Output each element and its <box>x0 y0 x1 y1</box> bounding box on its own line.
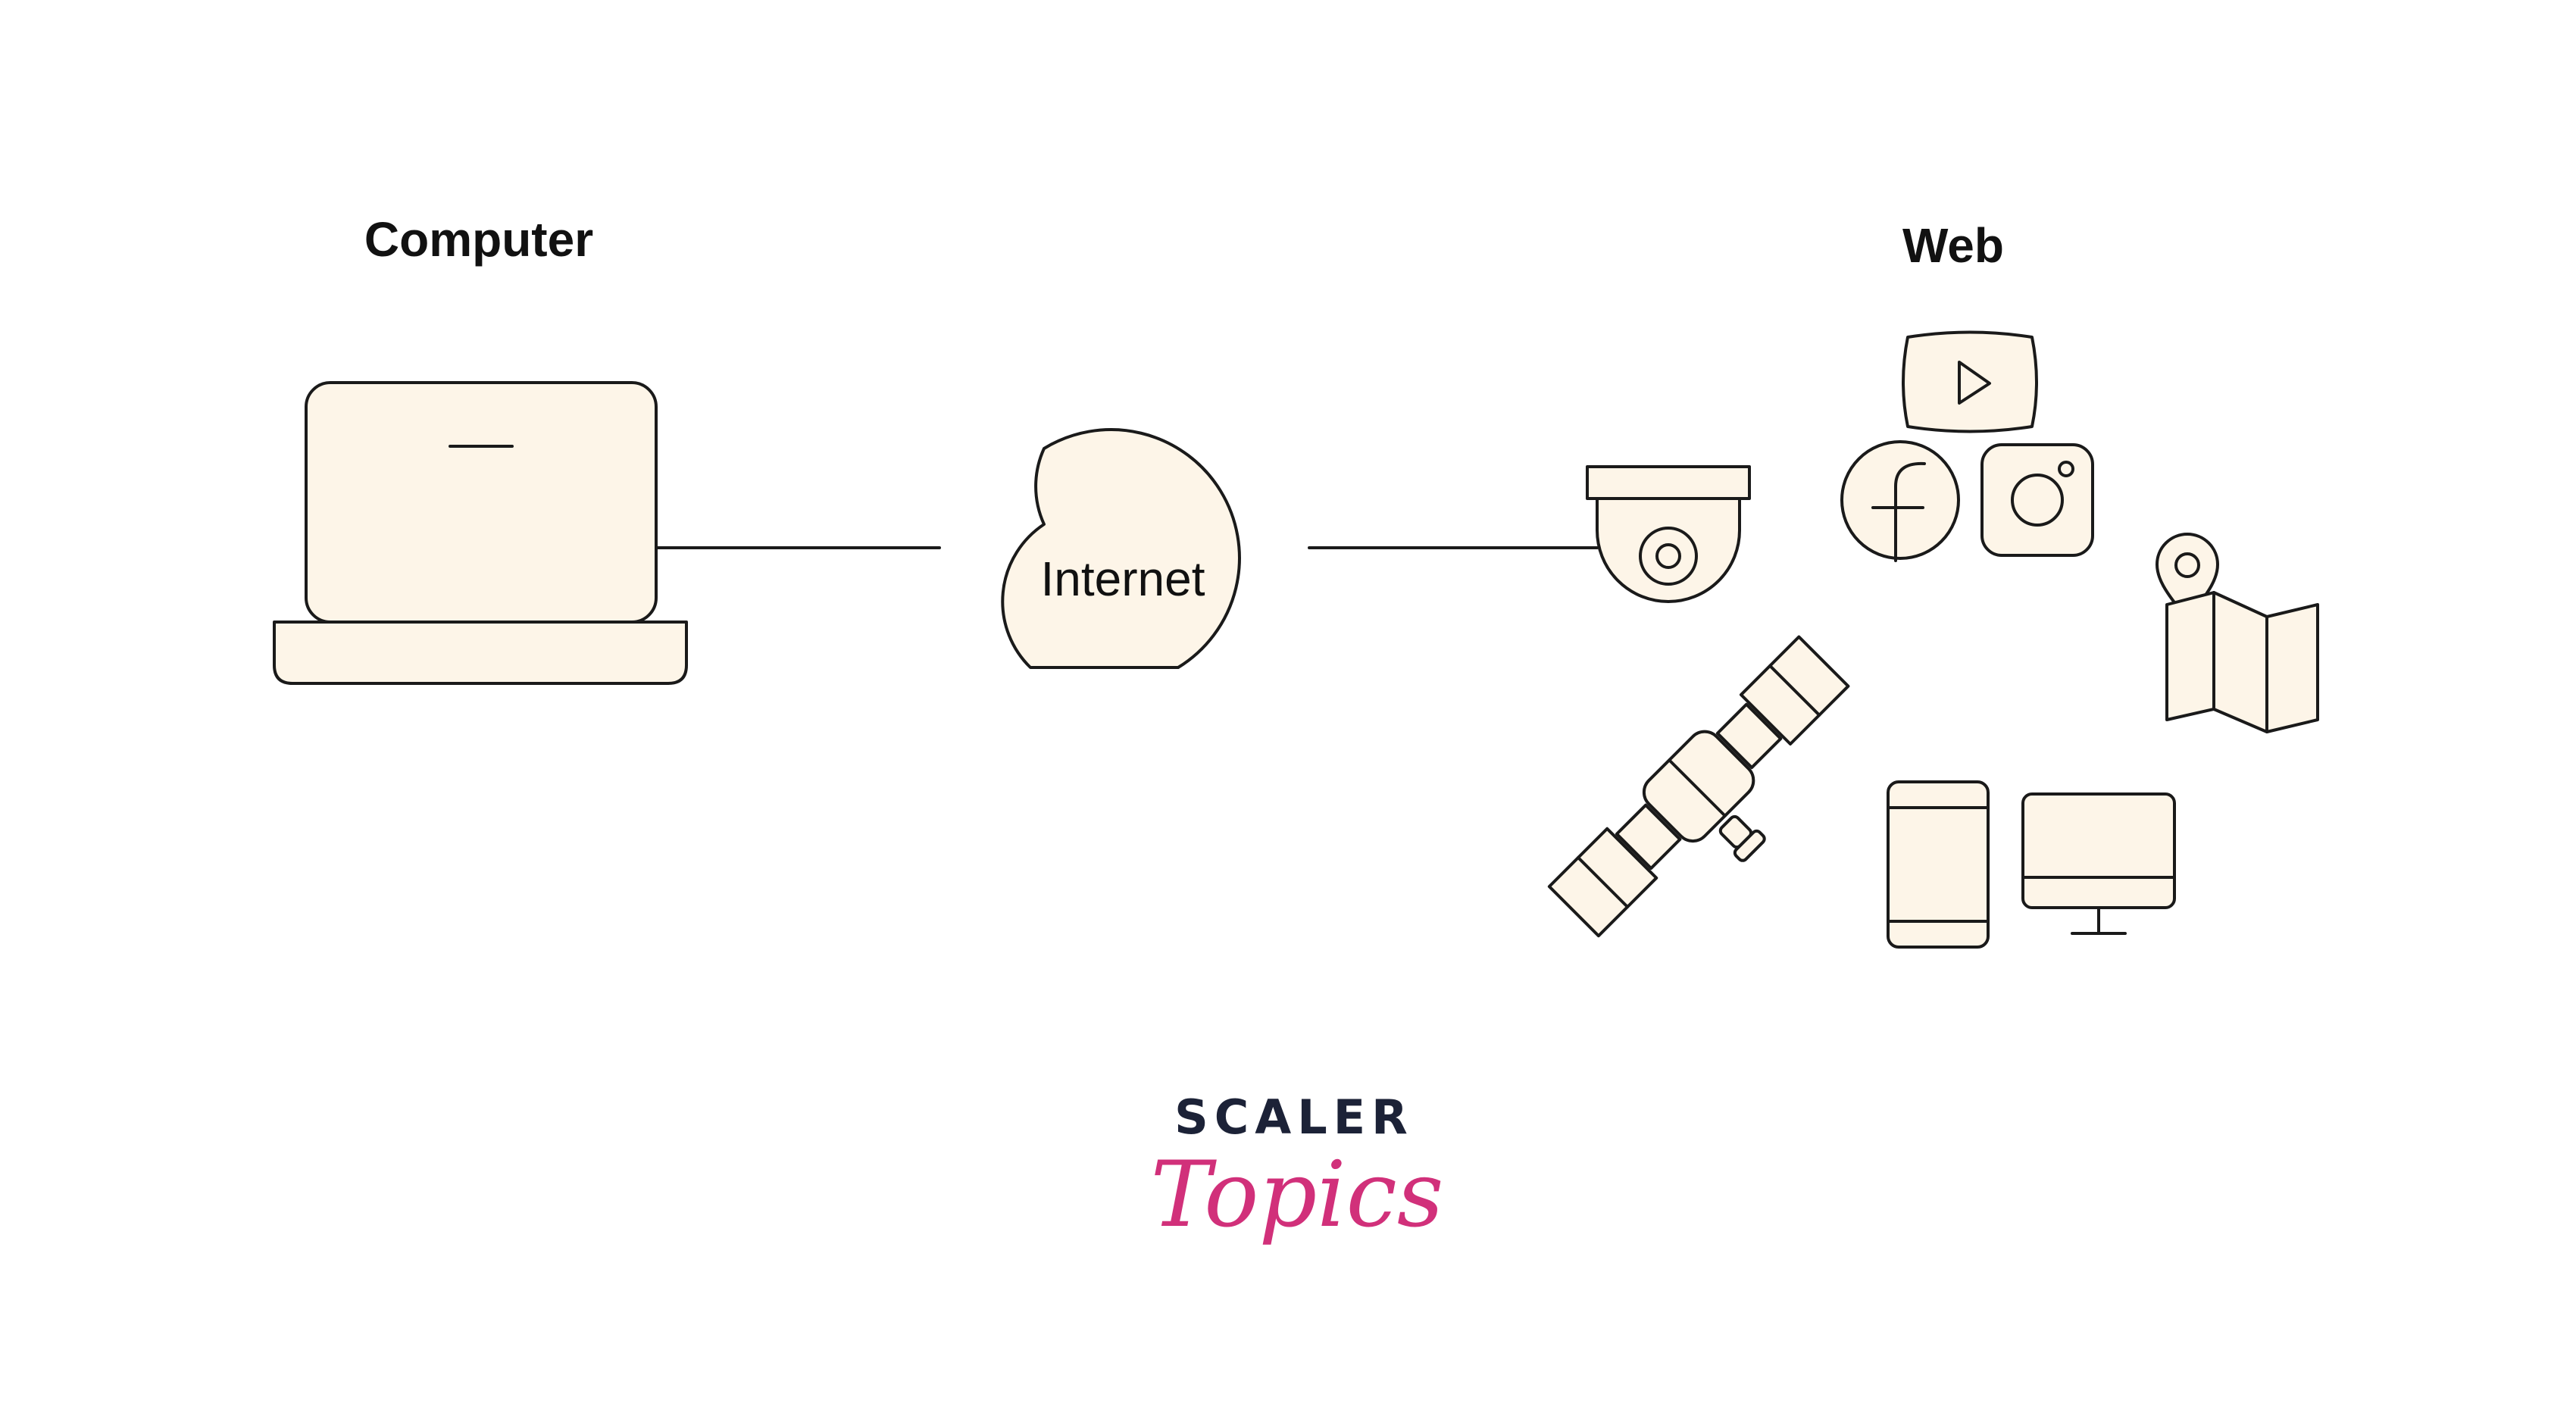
internet-label: Internet <box>1040 552 1205 606</box>
desktop-monitor-icon <box>2021 792 2176 935</box>
instagram-icon <box>1980 443 2094 557</box>
computer-label: Computer <box>364 212 593 267</box>
logo-scaler-text: SCALER <box>1174 1089 1414 1145</box>
folded-map-icon <box>2165 591 2319 733</box>
logo-topics-text: Topics <box>1151 1143 1444 1248</box>
security-camera-icon <box>1586 465 1751 603</box>
laptop-icon <box>273 381 688 685</box>
smartphone-icon <box>1887 780 1990 949</box>
web-label: Web <box>1902 218 2004 273</box>
scaler-topics-logo: SCALER Topics <box>1151 1089 1444 1248</box>
video-play-icon <box>1902 330 2038 433</box>
satellite-icon <box>1547 635 1850 938</box>
facebook-icon <box>1840 440 1960 562</box>
cloud-icon <box>1001 428 1241 669</box>
